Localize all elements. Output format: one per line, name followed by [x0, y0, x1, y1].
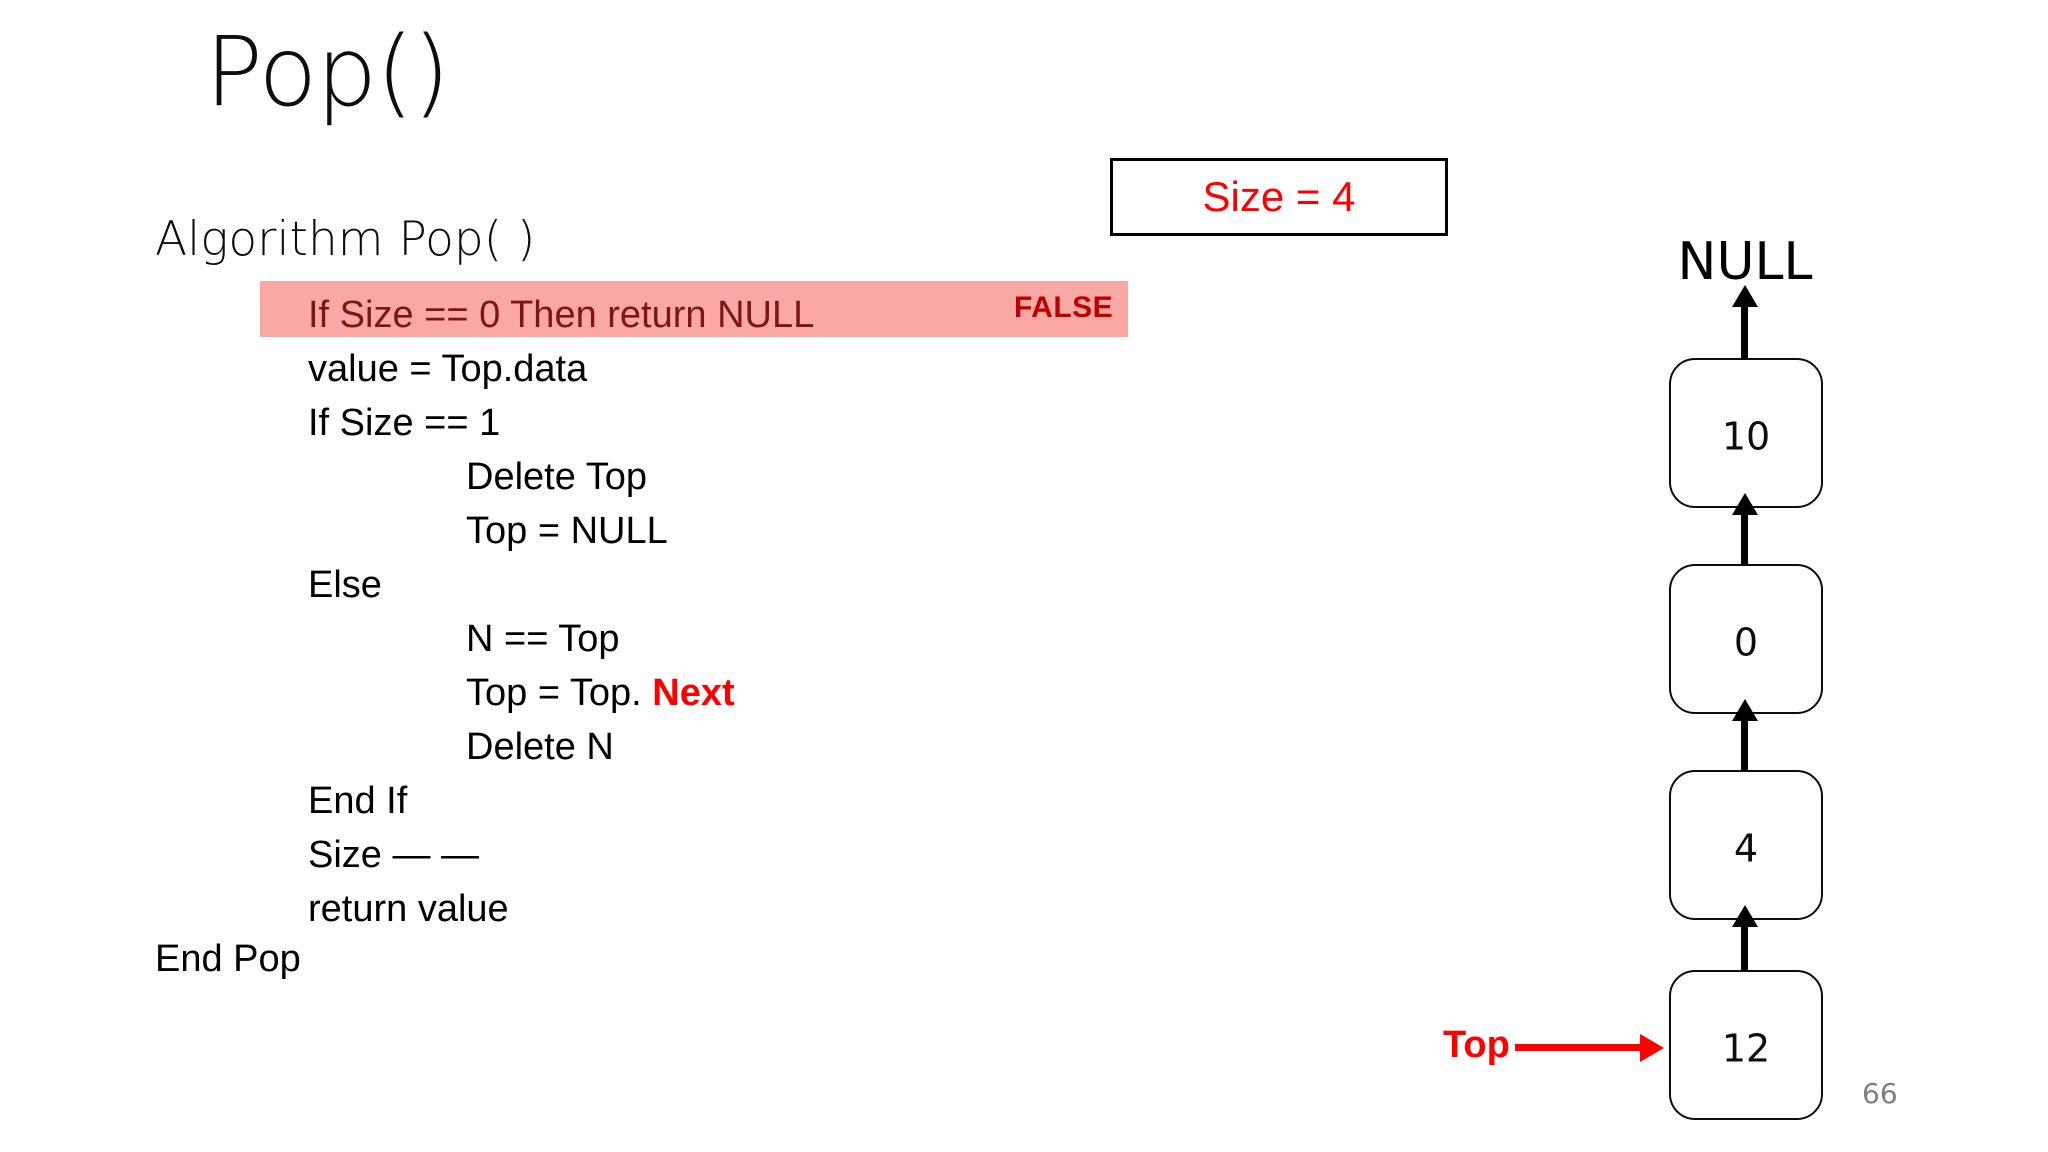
- top-pointer-arrowhead-icon: [1640, 1034, 1664, 1062]
- list-node-12: 12: [1669, 970, 1823, 1120]
- algorithm-line-2: If Size == 1: [308, 402, 501, 444]
- top-pointer-arrow-icon: [1515, 1044, 1643, 1051]
- list-node-value: 4: [1733, 826, 1759, 871]
- algorithm-line-7: Top = Top. Next: [466, 666, 735, 720]
- top-pointer-label: Top: [1443, 1024, 1510, 1066]
- list-node-value: 12: [1721, 1026, 1771, 1071]
- arrow-node-12-to-4-icon: [1741, 920, 1748, 972]
- list-node-4: 4: [1669, 770, 1823, 920]
- arrow-to-null-icon: [1741, 300, 1748, 360]
- page-title: Pop(): [205, 16, 450, 128]
- algorithm-line-8: Delete N: [466, 726, 614, 768]
- arrow-node-0-to-10-icon: [1741, 508, 1748, 566]
- algorithm-line-0: If Size == 0 Then return NULL: [308, 294, 815, 336]
- algorithm-line-3: Delete Top: [466, 456, 647, 498]
- algorithm-line-10: Size — —: [308, 834, 480, 876]
- algorithm-line-1: value = Top.data: [308, 348, 588, 390]
- algorithm-line-9: End If: [308, 780, 408, 822]
- list-node-10: 10: [1669, 358, 1823, 508]
- arrow-node-4-to-0-icon: [1741, 714, 1748, 772]
- list-node-value: 0: [1733, 620, 1759, 665]
- algorithm-header: Algorithm Pop( ): [155, 212, 536, 267]
- size-box: Size = 4: [1110, 158, 1448, 236]
- next-keyword: Next: [652, 672, 735, 714]
- size-box-text: Size = 4: [1202, 173, 1356, 220]
- false-tag: FALSE: [1014, 291, 1114, 324]
- algorithm-line-6: N == Top: [466, 618, 620, 660]
- null-label: NULL: [1677, 232, 1813, 292]
- algorithm-line-11: return value: [308, 888, 509, 930]
- list-node-0: 0: [1669, 564, 1823, 714]
- highlight-band: [260, 281, 1128, 337]
- page-number: 66: [1862, 1077, 1898, 1110]
- algorithm-line-5: Else: [308, 564, 382, 606]
- algorithm-line-7-text: Top = Top.: [466, 672, 653, 714]
- algorithm-line-4: Top = NULL: [466, 510, 668, 552]
- algorithm-footer: End Pop: [155, 938, 301, 980]
- list-node-value: 10: [1721, 414, 1771, 459]
